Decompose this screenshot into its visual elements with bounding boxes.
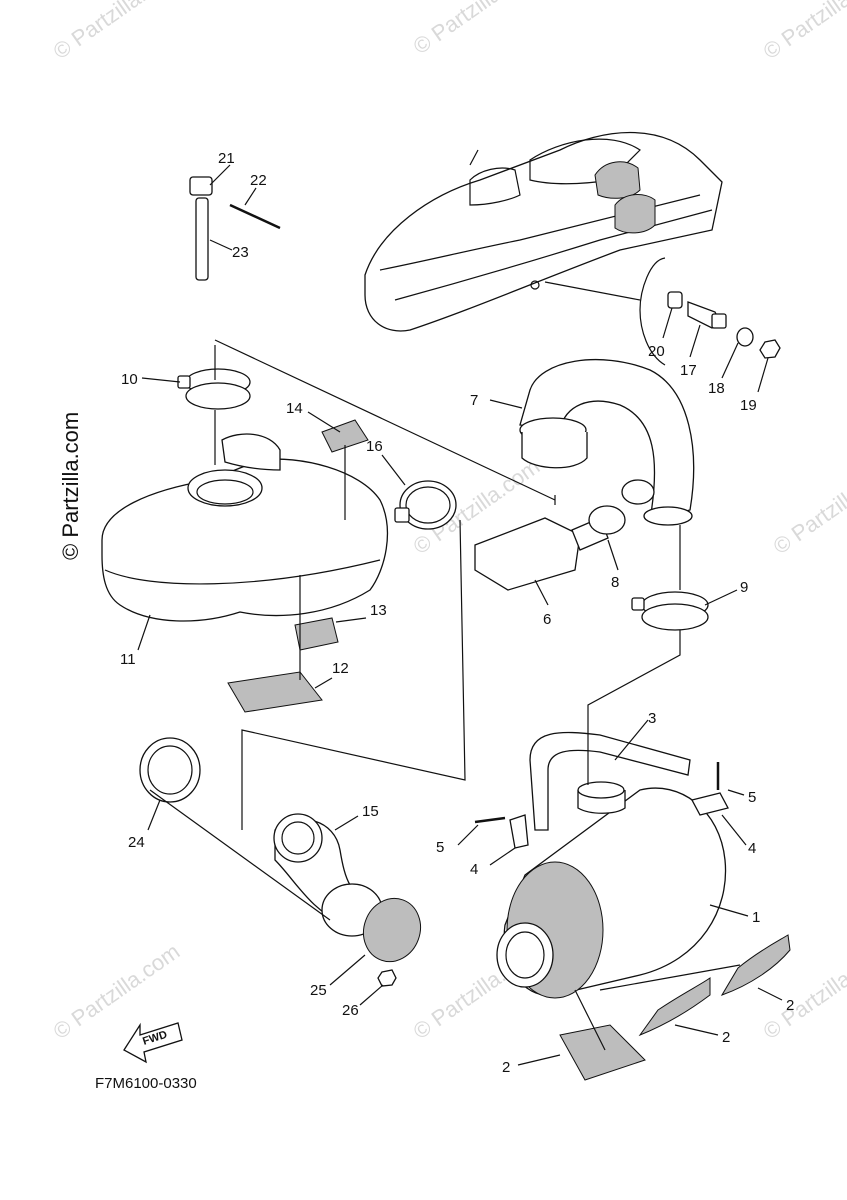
part-9-clamp	[631, 591, 709, 631]
part-23-tie	[195, 197, 209, 281]
part-1-muffler	[496, 781, 727, 999]
part-24-ring	[139, 737, 201, 803]
watermark: © Partzilla.com	[759, 0, 847, 64]
part-label: 13	[370, 602, 387, 619]
part-20-clip	[667, 291, 683, 309]
part-label: 3	[648, 710, 656, 727]
part-label: 23	[232, 244, 249, 261]
part-label: 17	[680, 362, 697, 379]
part-label: 19	[740, 397, 757, 414]
assembly-guide-lines	[149, 339, 741, 1051]
part-7-hose	[519, 359, 695, 526]
part-label: 24	[128, 834, 145, 851]
part-label: 2	[722, 1029, 730, 1046]
watermark: © Partzilla.com	[409, 0, 545, 59]
figure-code: F7M6100-0330	[95, 1075, 197, 1092]
part-label: 21	[218, 150, 235, 167]
part-label: 7	[470, 392, 478, 409]
part-label: 10	[121, 371, 138, 388]
part-label: 5	[436, 839, 444, 856]
part-19-nut	[759, 339, 781, 359]
part-16-clamp	[394, 480, 457, 530]
label-leader-lines	[137, 164, 783, 1066]
part-label: 5	[748, 789, 756, 806]
part-12-pad	[227, 671, 323, 713]
part-21-clamp	[189, 176, 213, 196]
part-label: 2	[502, 1059, 510, 1076]
part-13-pad	[294, 617, 339, 651]
part-label: 4	[748, 840, 756, 857]
part-label: 14	[286, 400, 303, 417]
part-22-pin	[229, 203, 281, 230]
part-label: 1	[752, 909, 760, 926]
part-label: 18	[708, 380, 725, 397]
part-5-rivet	[474, 816, 506, 824]
part-label: 22	[250, 172, 267, 189]
part-2-shield	[638, 977, 711, 1037]
part-8-clamp	[588, 479, 655, 535]
fwd-arrow-icon: FWD	[123, 1022, 183, 1064]
part-25-plate	[363, 897, 421, 963]
watermark: © Partzilla.com	[49, 0, 185, 64]
callout-bracket	[639, 257, 666, 366]
part-18-washer	[736, 327, 754, 347]
part-11-silencer-tank	[101, 433, 388, 622]
part-2-shield	[559, 1024, 646, 1081]
part-26-nut	[377, 969, 397, 987]
part-17-bolt	[687, 301, 727, 329]
part-label: 15	[362, 803, 379, 820]
part-label: 9	[740, 579, 748, 596]
part-15-elbow	[273, 813, 383, 937]
part-6-box	[474, 517, 609, 591]
part-label: 11	[120, 651, 136, 668]
part-4-bracket	[691, 792, 729, 816]
part-label: 12	[332, 660, 349, 677]
part-label: 6	[543, 611, 551, 628]
vertical-watermark: © Partzilla.com	[58, 412, 83, 560]
part-4-bracket	[509, 814, 529, 849]
part-label: 16	[366, 438, 383, 455]
watercraft-illustration	[364, 131, 723, 332]
part-number-labels: 21 22 23 20 17 18 19 10 14 16 7 11 13 12…	[120, 150, 794, 1076]
part-10-clamp	[177, 368, 251, 410]
part-label: 4	[470, 861, 478, 878]
part-label: 26	[342, 1002, 359, 1019]
part-label: 2	[786, 997, 794, 1014]
leader-line	[544, 281, 641, 301]
part-2-shield	[720, 934, 791, 996]
watermark: © Partzilla.com	[769, 454, 847, 560]
part-label: 25	[310, 982, 327, 999]
part-3-strap	[529, 731, 691, 831]
part-label: 8	[611, 574, 619, 591]
part-label: 20	[648, 343, 665, 360]
